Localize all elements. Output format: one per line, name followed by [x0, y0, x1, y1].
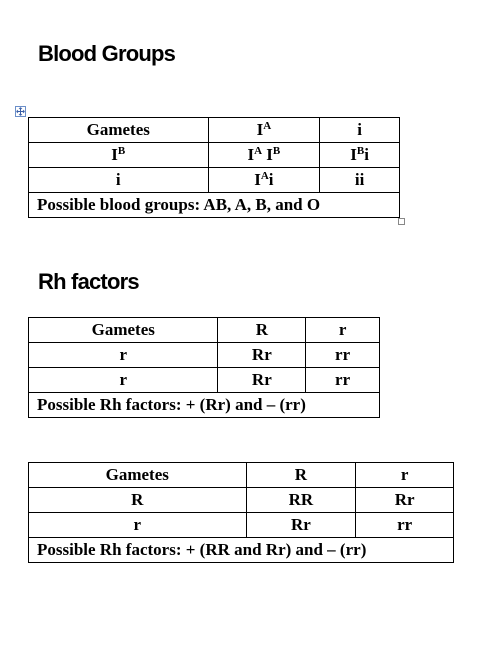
gametes-header: Gametes	[28, 462, 247, 488]
table-row: r Rr rr	[28, 512, 454, 538]
genotype-cell: rr	[355, 512, 454, 538]
genotype-cell: rr	[305, 342, 380, 368]
table-resize-handle-icon[interactable]	[398, 218, 405, 225]
genotype-cell: Rr	[355, 487, 454, 513]
genotype-cell: RR	[245, 487, 357, 513]
gamete-ib-label: IB	[28, 142, 209, 168]
rh-factors-table-1: Gametes R r r Rr rr r Rr rr Possible Rh …	[27, 317, 380, 418]
gamete-header: R	[217, 317, 307, 343]
gamete-ia-header: IA	[207, 117, 321, 143]
genotype-cell: Rr	[217, 342, 307, 368]
genotype-cell: IBi	[319, 142, 400, 168]
table-header-row: Gametes R r	[28, 462, 454, 488]
table-move-handle-icon[interactable]	[15, 106, 26, 117]
gamete-header: r	[305, 317, 380, 343]
gamete-header: R	[245, 462, 357, 488]
gametes-header: Gametes	[27, 317, 219, 343]
table-header-row: Gametes R r	[27, 317, 380, 343]
blood-groups-table: Gametes IA i IB IA IB IBi i IAi ii Possi…	[28, 117, 400, 218]
table-footer-row: Possible Rh factors: + (Rr) and – (rr)	[28, 392, 380, 418]
genotype-cell: Rr	[217, 367, 307, 393]
gamete-i-label: i	[28, 167, 209, 193]
genotype-cell: IA IB	[207, 142, 321, 168]
gamete-i-header: i	[319, 117, 400, 143]
gamete-label: R	[28, 487, 247, 513]
table-row: i IAi ii	[28, 167, 400, 193]
genotype-cell: rr	[305, 367, 380, 393]
rh-factors-title: Rh factors	[38, 269, 140, 294]
table-row: r Rr rr	[27, 367, 380, 393]
gamete-header: r	[355, 462, 454, 488]
gamete-label: r	[28, 512, 247, 538]
table-row: R RR Rr	[28, 487, 454, 513]
gamete-label: r	[27, 342, 219, 368]
table-row: r Rr rr	[27, 342, 380, 368]
rh-factors-table-2: Gametes R r R RR Rr r Rr rr Possible Rh …	[28, 462, 454, 563]
possible-rh-factors: Possible Rh factors: + (RR and Rr) and –…	[28, 537, 454, 563]
possible-blood-groups: Possible blood groups: AB, A, B, and O	[28, 192, 400, 218]
table-footer-row: Possible Rh factors: + (RR and Rr) and –…	[28, 537, 454, 563]
genotype-cell: ii	[319, 167, 400, 193]
possible-rh-factors: Possible Rh factors: + (Rr) and – (rr)	[28, 392, 380, 418]
genotype-cell: Rr	[245, 512, 357, 538]
gamete-label: r	[27, 367, 219, 393]
genotype-cell: IAi	[207, 167, 321, 193]
table-header-row: Gametes IA i	[28, 117, 400, 143]
table-row: IB IA IB IBi	[28, 142, 400, 168]
table-footer-row: Possible blood groups: AB, A, B, and O	[28, 192, 400, 218]
blood-groups-title: Blood Groups	[38, 41, 176, 66]
gametes-header: Gametes	[28, 117, 209, 143]
